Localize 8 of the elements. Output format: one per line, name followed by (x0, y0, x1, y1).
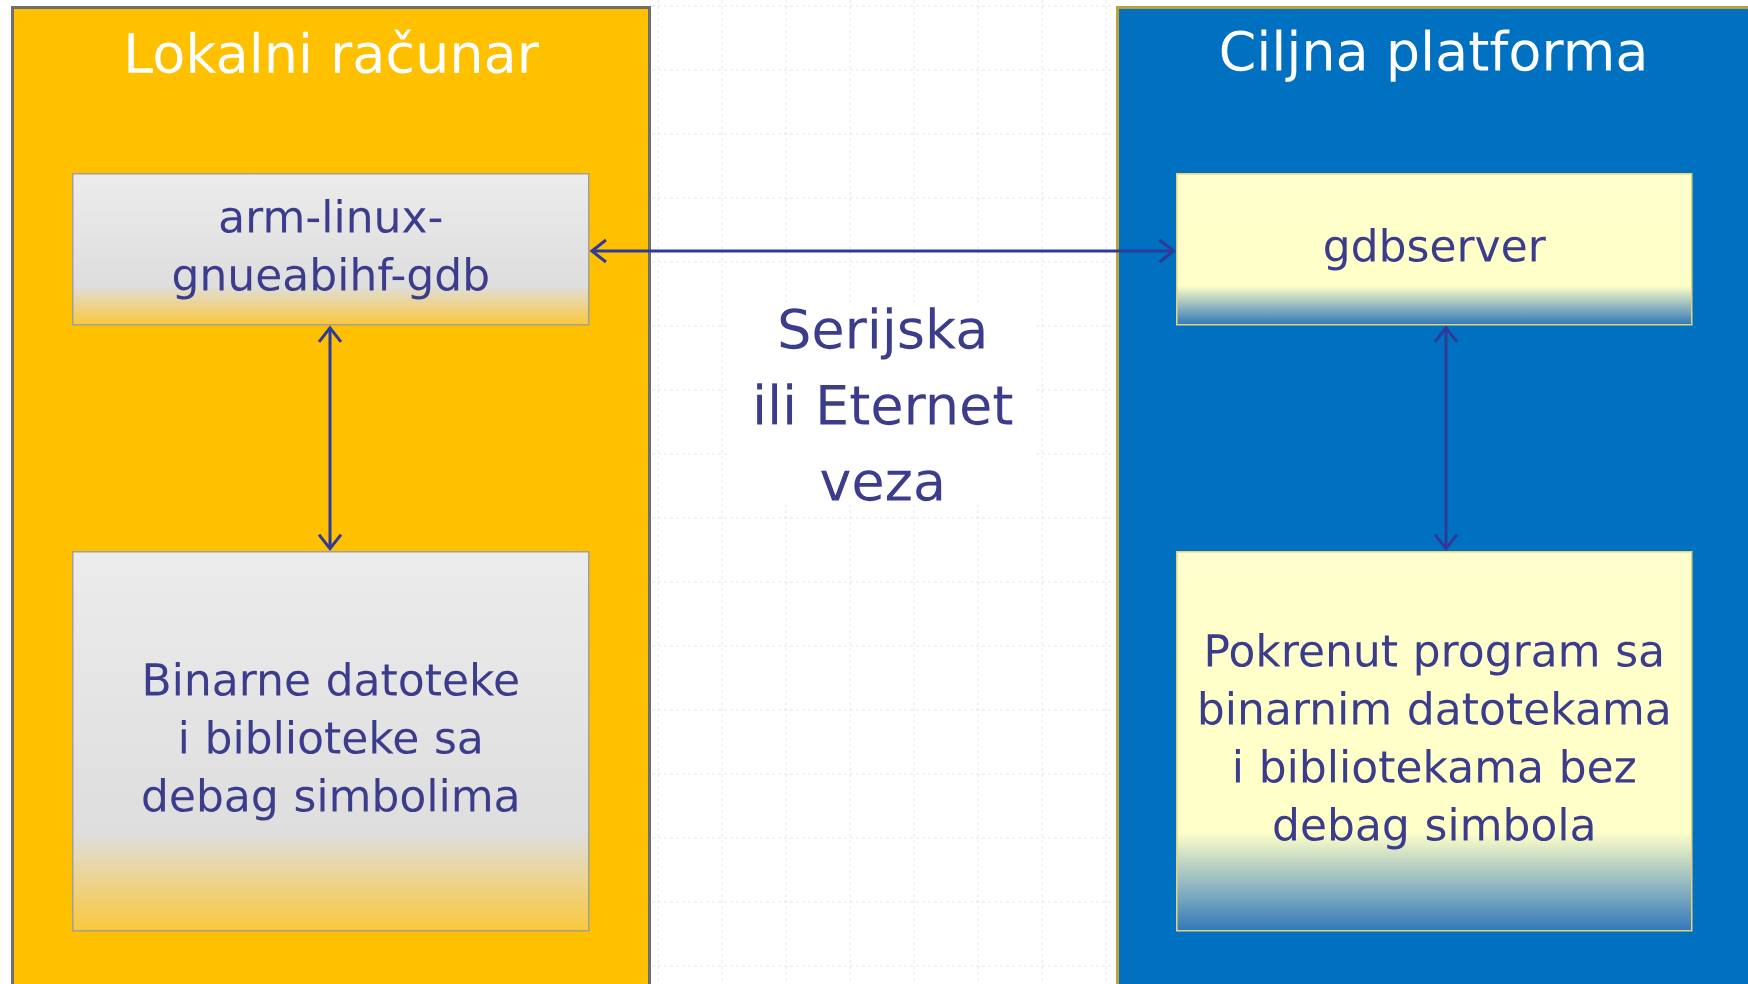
process-box: Binarne datoteke i biblioteke sa debag simbolima (72, 551, 590, 932)
edge-label: Serijska ili Eternet veza (728, 303, 1037, 506)
process-box: arm-linux-gnueabihf-gdb (72, 173, 590, 326)
arrow (317, 325, 343, 551)
process-box: gdbserver (1176, 173, 1693, 326)
arrow (589, 238, 1176, 264)
process-box: Pokrenut program sa binarnim datotekama i bibliotekama bez debag simbola (1176, 551, 1693, 932)
arrow (1433, 325, 1459, 551)
